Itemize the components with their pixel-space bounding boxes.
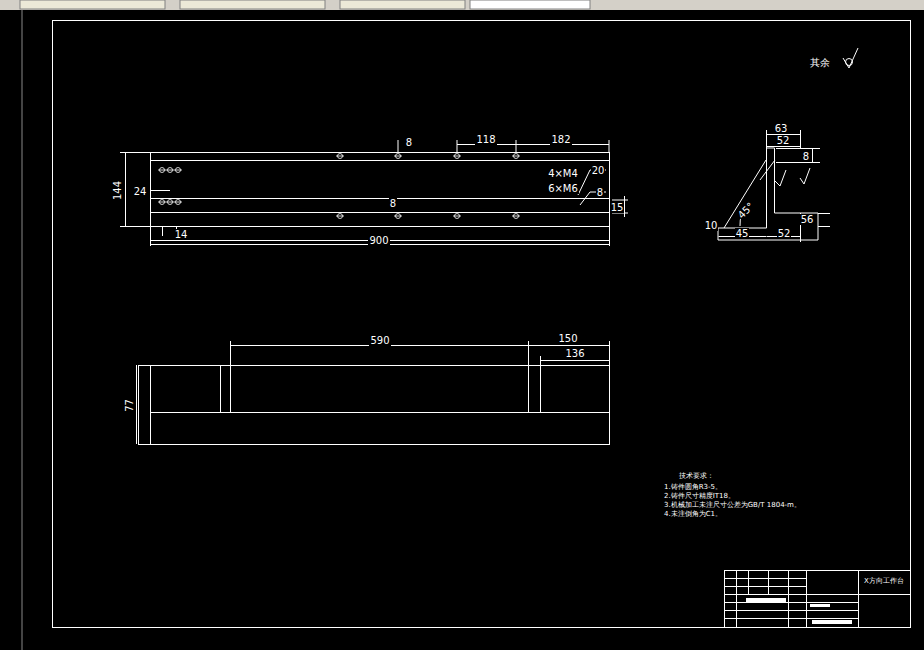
dimension-text: 15: [610, 202, 625, 213]
dimension-text: 45°: [735, 199, 757, 221]
dimension-text: 77: [123, 398, 134, 413]
center-line: [166, 170, 174, 171]
dimension-text: 6×M6: [547, 183, 579, 194]
dimension-text: 900: [368, 235, 389, 246]
center-line: [394, 216, 402, 217]
note-text: 3.机械加工未注尺寸公差为GB/T 1804-m。: [663, 502, 802, 510]
note-text: 2.铸件尺寸精度IT18。: [663, 493, 736, 501]
center-line: [166, 202, 174, 203]
dimension-text: 24: [133, 186, 148, 197]
dimension-text: 8: [389, 198, 397, 209]
note-text: 4.未注倒角为C1。: [663, 511, 723, 519]
dimension-text: 20: [591, 165, 606, 176]
dimension-text: 10: [704, 220, 719, 231]
dimension-text: 52: [777, 228, 792, 239]
dimension-text: 150: [557, 333, 578, 344]
center-line: [453, 216, 461, 217]
center-line: [336, 156, 344, 157]
center-line: [336, 216, 344, 217]
note-text: 1.铸件圆角R3-5。: [663, 484, 723, 492]
center-line: [512, 216, 520, 217]
dimension-text: 52: [776, 135, 791, 146]
dimension-text: 14: [174, 229, 189, 240]
center-line: [512, 156, 520, 157]
dimension-text: 118: [475, 134, 496, 145]
note-text: 技术要求：: [678, 473, 715, 481]
center-line: [174, 202, 182, 203]
center-line: [453, 156, 461, 157]
center-line: [158, 202, 166, 203]
center-line: [174, 170, 182, 171]
dimension-text: 56: [800, 214, 815, 225]
center-line: [158, 170, 166, 171]
dimension-text: 63: [774, 123, 789, 134]
dimension-text: 8: [596, 187, 604, 198]
dimension-text: 182: [550, 134, 571, 145]
dimension-text: 136: [564, 348, 585, 359]
center-line: [394, 156, 402, 157]
note-text: X方向工作台: [863, 578, 905, 586]
dimension-text: 8: [405, 137, 413, 148]
dimension-text: 4×M4: [547, 168, 579, 179]
dimension-text: 8: [802, 151, 810, 162]
dimension-text: 45: [735, 228, 750, 239]
dimension-text: 144: [113, 179, 124, 200]
dimension-text: 其余: [809, 57, 831, 68]
dimension-text: 590: [369, 335, 390, 346]
